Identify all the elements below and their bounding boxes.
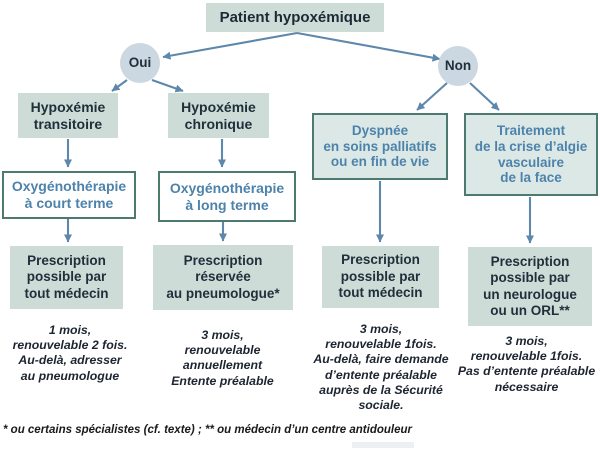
note-duration-4: 3 mois, renouvelable 1fois. Pas d’entent…: [457, 334, 596, 394]
therapy-oxygenotherapie-court-terme: Oxygénothérapie à court terme: [2, 171, 136, 219]
condition-algie-vasculaire: Traitement de la crise d’algie vasculair…: [464, 113, 598, 196]
note-duration-3: 3 mois, renouvelable 1fois. Au-delà, fai…: [313, 322, 449, 413]
therapy-oxygenotherapie-long-terme: Oxygénothérapie à long terme: [158, 171, 296, 222]
condition-hypoxemie-transitoire: Hypoxémie transitoire: [18, 93, 118, 138]
prescription-tout-medecin-2: Prescription possible par tout médecin: [322, 246, 439, 308]
note-duration-1: 1 mois, renouvelable 2 fois. Au-delà, ad…: [12, 323, 128, 383]
prescription-tout-medecin-1: Prescription possible par tout médecin: [10, 246, 123, 309]
branch-non-node: Non: [438, 46, 478, 86]
branch-oui-node: Oui: [120, 43, 160, 83]
faint-watermark: [352, 442, 414, 448]
condition-hypoxemie-chronique: Hypoxémie chronique: [168, 93, 269, 138]
condition-dyspnee-soins-palliatifs: Dyspnée en soins palliatifs ou en fin de…: [312, 113, 448, 180]
prescription-neurologue-orl: Prescription possible par un neurologue …: [468, 247, 592, 326]
root-node-patient-hypoxemique: Patient hypoxémique: [206, 3, 384, 32]
footnote-asterisks: * ou certains spécialistes (cf. texte) ;…: [3, 424, 412, 436]
prescription-pneumologue: Prescription réservée au pneumologue*: [153, 245, 293, 310]
note-duration-2: 3 mois, renouvelable annuellement Entent…: [171, 328, 274, 388]
